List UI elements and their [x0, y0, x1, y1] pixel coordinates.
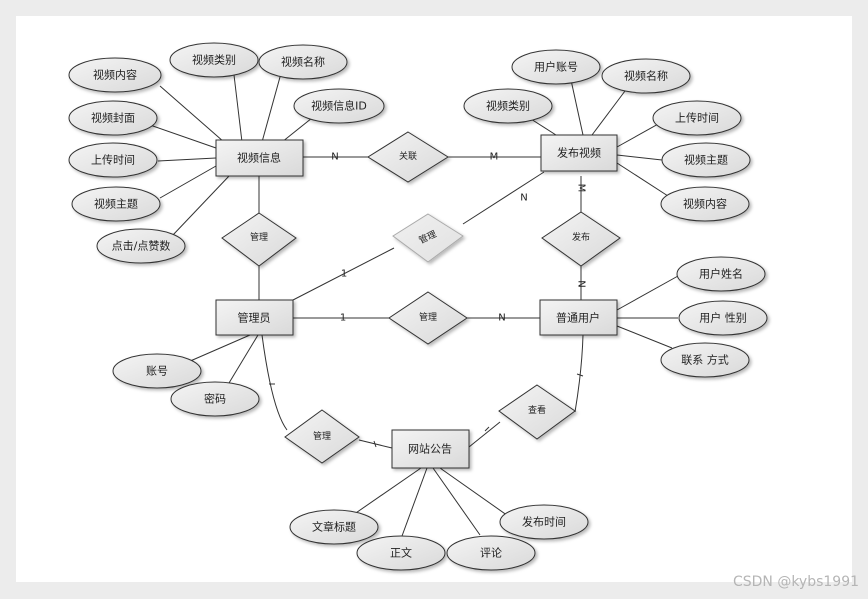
entity-admin-label: 管理员	[238, 311, 271, 325]
attr-label: 视频信息ID	[311, 99, 367, 113]
relationship-publish-label: 发布	[572, 231, 590, 243]
attr-video-info-id	[293, 88, 385, 124]
attr-user-account	[511, 49, 601, 85]
relationship-admin-publish	[392, 213, 464, 263]
attr-admin-password	[170, 381, 260, 417]
entity-publish-video	[540, 134, 618, 172]
attr-label: 视频内容	[93, 68, 137, 82]
attr-contact	[660, 342, 750, 378]
attr-label: 点击/点赞数	[112, 240, 171, 253]
attr-label: 视频类别	[486, 99, 530, 113]
attr-label: 视频主题	[684, 153, 728, 167]
attr-label: 正文	[390, 546, 412, 560]
attr-label: 联系 方式	[681, 353, 729, 367]
relationship-admin-user	[388, 291, 468, 345]
attr-user-name	[676, 256, 766, 292]
attr-comments	[446, 535, 536, 571]
connectors	[149, 74, 679, 537]
attr-label: 上传时间	[91, 154, 135, 167]
entity-normal-user-label: 普通用户	[556, 311, 600, 325]
cardinality-label: 1	[340, 313, 346, 324]
attr-label: 评论	[480, 546, 502, 560]
attr-label: 账号	[146, 365, 168, 378]
cardinality-label: N	[520, 193, 527, 204]
attr-video-cover	[68, 100, 158, 136]
attr-label: 用户姓名	[699, 267, 743, 281]
attr-video-category	[169, 42, 259, 78]
entity-admin	[215, 299, 294, 336]
relationship-guanlian-label: 关联	[399, 150, 417, 162]
entity-normal-user	[539, 299, 618, 336]
attr-label: 文章标题	[312, 520, 356, 534]
cardinality-label: N	[576, 280, 587, 287]
entity-video-info	[215, 139, 304, 177]
attr-video-content-2	[660, 186, 750, 222]
relationship-guanlian	[367, 131, 449, 183]
cardinality-label: M	[576, 184, 587, 193]
attr-video-name-1	[258, 44, 348, 80]
cardinality-label: M	[490, 152, 499, 163]
entity-publish-video-label: 发布视频	[557, 146, 601, 160]
cardinality-label: N	[498, 313, 505, 324]
relationship-admin-user-label: 管理	[419, 311, 437, 323]
relationship-publish	[541, 211, 621, 267]
watermark-text: CSDN @kybs1991	[733, 574, 859, 590]
attr-label: 视频名称	[624, 69, 668, 83]
attr-label: 上传时间	[675, 112, 719, 125]
attr-clicks-likes	[96, 228, 186, 264]
attr-upload-time-1	[68, 142, 158, 178]
attr-label: 发布时间	[522, 515, 566, 529]
attr-video-category-2	[463, 88, 553, 124]
attr-label: 用户 性别	[699, 311, 747, 325]
attr-label: 视频名称	[281, 55, 325, 69]
attr-video-content	[68, 57, 162, 93]
relationship-admin-notice-label: 管理	[313, 430, 331, 442]
relationship-admin-video	[221, 212, 297, 267]
attr-label: 视频类别	[192, 53, 236, 67]
attr-label: 用户账号	[534, 60, 578, 74]
attr-label: 视频内容	[683, 197, 727, 211]
cardinality-label: 1	[341, 269, 347, 280]
relationship-user-notice	[498, 384, 576, 440]
entity-notice	[391, 429, 470, 469]
relationship-user-notice-label: 查看	[528, 404, 546, 416]
relationship-admin-notice	[284, 409, 360, 464]
attr-video-theme-2	[661, 142, 751, 178]
attr-article-title	[289, 509, 379, 545]
attr-body-text	[356, 535, 446, 571]
attr-video-theme-1	[71, 186, 161, 222]
attr-admin-account	[112, 353, 202, 389]
cardinality-label: N	[331, 152, 338, 163]
relationship-admin-video-label: 管理	[250, 231, 268, 243]
attr-video-name-2	[601, 58, 691, 94]
entity-notice-label: 网站公告	[408, 442, 452, 456]
entity-video-info-label: 视频信息	[237, 151, 281, 165]
attr-upload-time-2	[652, 100, 742, 136]
attr-label: 视频封面	[91, 111, 135, 125]
attr-label: 视频主题	[94, 197, 138, 211]
attr-label: 密码	[204, 392, 226, 406]
attr-user-gender	[678, 300, 768, 336]
connector-ticks	[269, 373, 584, 448]
attr-publish-time	[499, 504, 589, 540]
